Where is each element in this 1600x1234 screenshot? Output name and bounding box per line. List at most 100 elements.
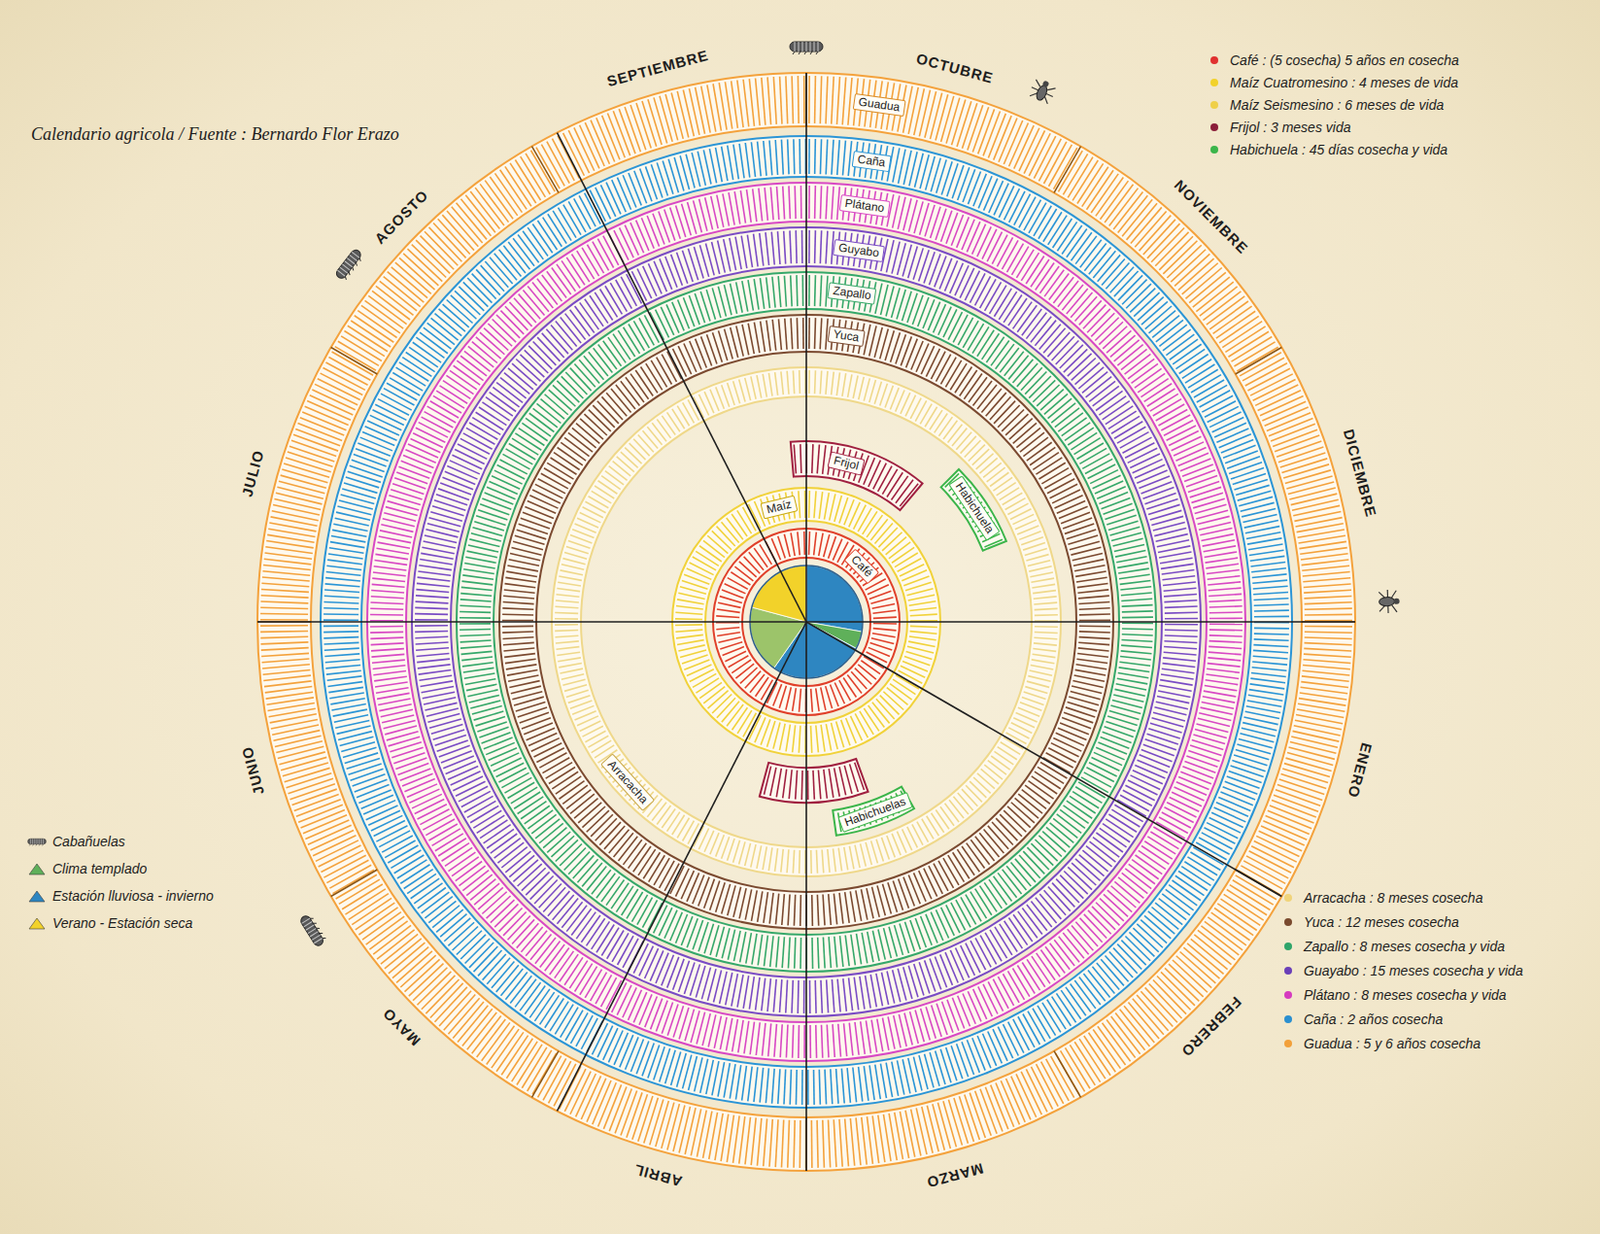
ring-hatch bbox=[349, 465, 383, 477]
ring-hatch bbox=[984, 178, 998, 211]
ring-hatch bbox=[1291, 736, 1338, 748]
ring-hatch bbox=[919, 961, 930, 993]
ring-hatch bbox=[415, 647, 449, 650]
ring-hatch bbox=[930, 206, 941, 239]
ring-hatch bbox=[344, 752, 378, 764]
ring-hatch bbox=[849, 977, 853, 1011]
ring-hatch bbox=[876, 973, 884, 1006]
ring-hatch bbox=[324, 595, 360, 598]
ring-hatch bbox=[948, 311, 962, 341]
ring-hatch bbox=[875, 283, 883, 314]
ring-hatch bbox=[264, 680, 312, 687]
ring-hatch bbox=[1250, 683, 1286, 689]
ring-hatch bbox=[924, 959, 936, 991]
ring-hatch bbox=[931, 1005, 943, 1037]
ring-hatch bbox=[678, 960, 689, 992]
ring-hatch bbox=[1092, 1029, 1121, 1069]
ring-hatch bbox=[872, 1115, 880, 1163]
calendar-wheel bbox=[257, 72, 1356, 1171]
ring-hatch bbox=[379, 280, 417, 311]
ring-hatch bbox=[324, 642, 360, 645]
ring-hatch bbox=[1209, 616, 1243, 619]
ring-hatch bbox=[267, 697, 314, 705]
ring-hatch bbox=[1187, 943, 1224, 975]
ring-hatch bbox=[1070, 432, 1097, 449]
ring-hatch bbox=[402, 773, 433, 786]
ring-hatch bbox=[957, 317, 973, 345]
ring-hatch bbox=[1134, 764, 1165, 779]
ring-hatch bbox=[416, 652, 450, 656]
ring-hatch bbox=[1216, 802, 1249, 818]
ring-hatch bbox=[1247, 538, 1282, 545]
ring-hatch bbox=[1038, 138, 1061, 181]
ring-hatch bbox=[600, 184, 615, 217]
ring-hatch bbox=[1253, 655, 1289, 659]
ring-hatch bbox=[750, 1117, 756, 1165]
ring-hatch bbox=[992, 1028, 1008, 1061]
ring-hatch bbox=[1253, 585, 1289, 589]
ring-hatch bbox=[440, 482, 472, 495]
ring-hatch bbox=[722, 193, 730, 226]
ring-hatch bbox=[357, 310, 397, 339]
ring-hatch bbox=[475, 187, 505, 226]
ring-hatch bbox=[1236, 346, 1278, 372]
ring-hatch bbox=[408, 963, 444, 997]
ring-hatch bbox=[341, 884, 383, 910]
ring-hatch bbox=[1169, 797, 1200, 813]
ring-hatch bbox=[1201, 701, 1234, 709]
ring-hatch bbox=[1228, 770, 1262, 783]
ring-hatch bbox=[1253, 649, 1289, 652]
ring-hatch bbox=[661, 1102, 675, 1149]
ring-hatch bbox=[848, 140, 852, 176]
ring-hatch bbox=[719, 1017, 727, 1050]
ring-hatch bbox=[521, 1047, 547, 1089]
ring-hatch bbox=[982, 229, 997, 260]
ring-hatch bbox=[278, 480, 325, 494]
ring-hatch bbox=[1147, 733, 1179, 745]
ring-hatch bbox=[659, 96, 673, 142]
ring-hatch bbox=[1245, 363, 1288, 386]
ring-hatch bbox=[347, 325, 388, 352]
ring-hatch bbox=[275, 492, 323, 505]
ring-hatch bbox=[553, 1063, 577, 1106]
ring-hatch bbox=[992, 979, 1009, 1009]
ring-hatch bbox=[1033, 136, 1056, 179]
ring-hatch bbox=[1246, 706, 1281, 714]
ring-hatch bbox=[727, 145, 734, 181]
ring-hatch bbox=[773, 979, 777, 1013]
ring-hatch bbox=[277, 746, 324, 758]
ring-hatch bbox=[822, 1120, 825, 1168]
ring-hatch bbox=[825, 186, 828, 220]
ring-hatch bbox=[1284, 763, 1330, 778]
ring-hatch bbox=[1207, 576, 1241, 580]
ring-hatch bbox=[964, 1093, 981, 1139]
ring-hatch bbox=[366, 916, 406, 945]
ring-hatch bbox=[853, 977, 859, 1011]
ring-hatch bbox=[828, 1120, 831, 1168]
ring-hatch bbox=[819, 230, 821, 264]
ring-hatch bbox=[374, 676, 408, 681]
ring-hatch bbox=[871, 1020, 877, 1054]
ring-hatch bbox=[1199, 286, 1238, 316]
ring-hatch bbox=[717, 240, 726, 273]
ring-hatch bbox=[765, 1067, 769, 1103]
ring-hatch bbox=[260, 618, 308, 621]
ring-hatch bbox=[665, 1050, 677, 1084]
ring-hatch bbox=[1094, 480, 1124, 494]
ring-hatch bbox=[940, 953, 954, 986]
ring-hatch bbox=[261, 588, 309, 592]
ring-hatch bbox=[987, 232, 1002, 262]
ring-hatch bbox=[423, 541, 456, 548]
ring-hatch bbox=[985, 932, 1002, 961]
ring-hatch bbox=[1163, 593, 1197, 596]
ring-hatch bbox=[911, 1109, 921, 1157]
ring-hatch bbox=[1163, 646, 1197, 648]
ring-hatch bbox=[796, 980, 799, 1014]
ring-hatch bbox=[1089, 470, 1119, 484]
ring-hatch bbox=[649, 950, 664, 981]
ring-hatch bbox=[1207, 581, 1241, 585]
ring-hatch bbox=[755, 1021, 760, 1056]
ring-hatch bbox=[414, 618, 448, 621]
ring-hatch bbox=[636, 102, 651, 149]
